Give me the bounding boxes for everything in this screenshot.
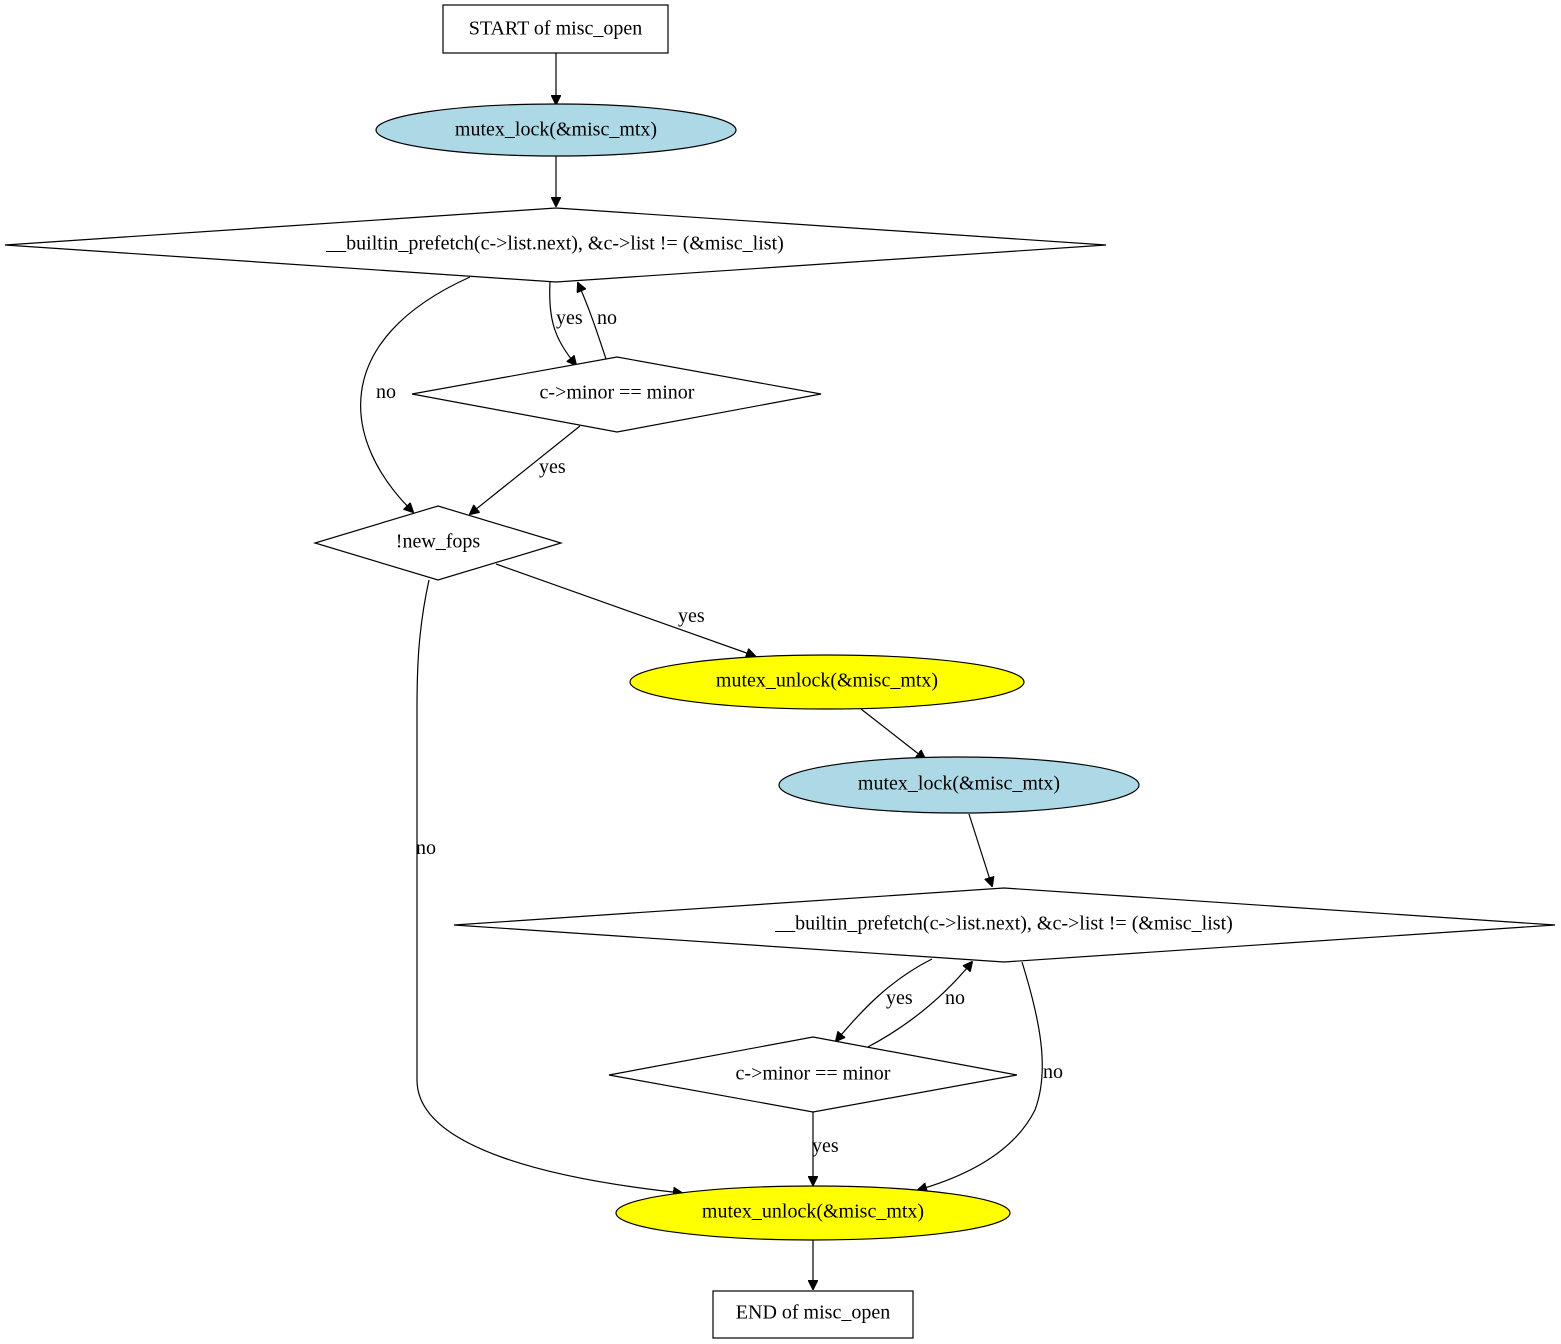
start-label: START of misc_open [469,18,643,40]
newfops-label: !new_fops [396,531,481,553]
node-loop2: __builtin_prefetch(c->list.next), &c->li… [453,887,1556,963]
edge-label-loop2-yes: yes [886,987,913,1009]
edge-cond1-to-loop1-no [578,283,607,360]
edge-label-cond1-yes: yes [539,456,566,478]
edge-label-cond2-no: no [945,987,965,1009]
end-box [712,1290,914,1339]
edge-label-newfops-no: no [416,837,436,859]
edge-cond2-to-loop2-no [865,962,972,1049]
edge-label-loop2-no: no [1043,1061,1063,1083]
node-lock1: mutex_lock(&misc_mtx) [375,103,737,157]
edge-loop2-to-unlock2-no [918,961,1043,1190]
edge-newfops-to-unlock2-no [416,579,682,1193]
node-cond2: c->minor == minor [608,1036,1018,1113]
node-start: START of misc_open [442,4,669,54]
edge-unlock1-to-lock2 [860,708,925,759]
cond1-label: c->minor == minor [540,382,695,404]
lock2-ellipse [778,756,1140,814]
unlock2-label: mutex_unlock(&misc_mtx) [702,1201,924,1223]
unlock1-ellipse [629,654,1025,710]
edge-label-cond1-no: no [597,307,617,329]
cond1-diamond [411,356,822,433]
cond2-diamond [608,1036,1018,1113]
end-label: END of misc_open [736,1302,890,1324]
edge-newfops-to-unlock1-yes [495,563,755,656]
node-cond1: c->minor == minor [411,356,822,433]
node-end: END of misc_open [712,1290,914,1339]
edge-cond1-to-newfops-yes [470,425,581,514]
lock1-label: mutex_lock(&misc_mtx) [455,119,657,141]
node-unlock2: mutex_unlock(&misc_mtx) [615,1185,1011,1241]
edge-lock2-to-loop2 [968,813,992,886]
loop1-label: __builtin_prefetch(c->list.next), &c->li… [325,233,784,255]
loop2-label: __builtin_prefetch(c->list.next), &c->li… [774,913,1233,935]
edge-label-loop1-yes: yes [556,307,583,329]
edge-loop1-to-newfops-no [360,276,471,512]
edge-label-newfops-yes: yes [678,605,705,627]
start-box [442,4,669,54]
loop2-diamond [453,887,1556,963]
node-newfops: !new_fops [312,505,564,581]
newfops-diamond [312,505,564,581]
edge-loop2-to-cond2-yes [836,958,933,1041]
edges [360,53,1043,1289]
lock2-label: mutex_lock(&misc_mtx) [858,773,1060,795]
cond2-label: c->minor == minor [736,1063,891,1085]
unlock1-label: mutex_unlock(&misc_mtx) [716,670,938,692]
edge-label-loop1-no: no [376,381,396,403]
loop1-diamond [4,207,1107,283]
node-unlock1: mutex_unlock(&misc_mtx) [629,654,1025,710]
node-lock2: mutex_lock(&misc_mtx) [778,756,1140,814]
lock1-ellipse [375,103,737,157]
edge-loop1-to-cond1-yes [549,281,576,365]
unlock2-ellipse [615,1185,1011,1241]
edge-label-cond2-yes: yes [812,1135,839,1157]
edge-labels: yes no no yes yes no yes no no yes [376,307,1063,1157]
node-loop1: __builtin_prefetch(c->list.next), &c->li… [4,207,1107,283]
